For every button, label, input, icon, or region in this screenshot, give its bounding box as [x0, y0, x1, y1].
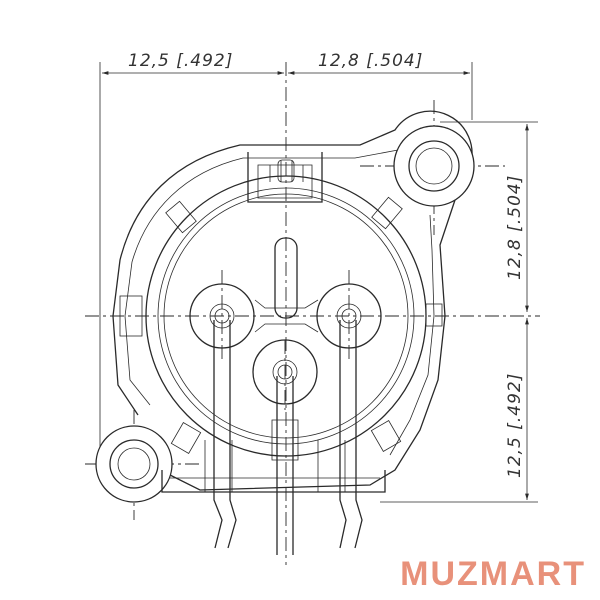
right-dimension-group: 12,8 [.504] 12,5 [.492]: [380, 121, 538, 503]
center-lines: [85, 62, 540, 565]
watermark-logo: MUZMART: [400, 555, 586, 593]
mounting-hole-bottom-left: [95, 425, 173, 503]
top-dimension-group: 12,5 [.492] 12,8 [.504]: [99, 51, 473, 470]
dimension-top-right: 12,8 [.504]: [318, 51, 423, 71]
dimension-right-upper: 12,8 [.504]: [505, 175, 525, 280]
housing-outline: [112, 110, 473, 491]
solder-pins: [161, 320, 386, 555]
pin-insert: [189, 237, 382, 405]
mounting-hole-top-right: [393, 125, 475, 207]
dimension-top-left: 12,5 [.492]: [128, 51, 233, 71]
dimension-right-lower: 12,5 [.492]: [505, 373, 525, 478]
